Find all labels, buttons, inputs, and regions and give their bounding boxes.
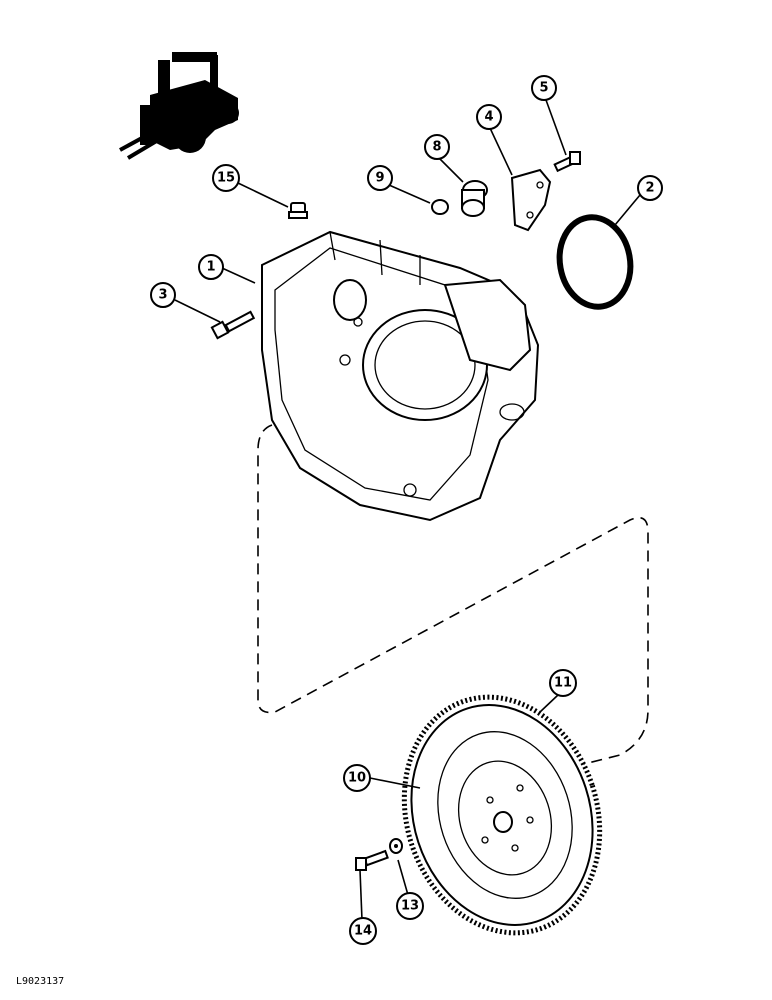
callout-5: 5	[531, 75, 557, 101]
callout-8: 8	[424, 134, 450, 160]
seal-ring	[556, 214, 634, 310]
svg-text:8: 8	[432, 140, 441, 155]
flywheel-housing	[261, 230, 540, 522]
svg-text:4: 4	[484, 110, 493, 125]
svg-text:9: 9	[375, 171, 384, 186]
forklift-icon	[119, 52, 239, 160]
svg-text:10: 10	[348, 771, 366, 786]
flywheel-bolt	[355, 849, 389, 871]
svg-text:15: 15	[217, 171, 235, 186]
plug-fitting	[461, 180, 488, 217]
svg-text:14: 14	[354, 924, 372, 939]
svg-text:5: 5	[539, 81, 548, 96]
flywheel-washer	[389, 838, 403, 854]
assembly-path-line	[257, 424, 649, 771]
callout-10: 10	[343, 764, 371, 792]
cover-bolt	[553, 151, 581, 173]
o-ring-seal	[431, 199, 449, 215]
drawing-code-label: L9023137	[16, 976, 65, 987]
cover-plate	[510, 168, 552, 232]
svg-text:3: 3	[158, 288, 167, 303]
callout-15: 15	[212, 164, 240, 192]
callout-13: 13	[396, 892, 424, 920]
callout-14: 14	[349, 917, 377, 945]
svg-text:2: 2	[645, 181, 654, 196]
flywheel	[401, 694, 603, 936]
callout-2: 2	[637, 175, 663, 201]
svg-text:1: 1	[206, 260, 215, 275]
callout-11: 11	[549, 669, 577, 697]
svg-text:11: 11	[554, 676, 572, 691]
housing-bolt	[210, 310, 256, 340]
drain-plug	[288, 202, 308, 219]
callout-1: 1	[198, 254, 224, 280]
svg-text:13: 13	[401, 899, 419, 914]
callout-3: 3	[150, 282, 176, 308]
callout-4: 4	[476, 104, 502, 130]
callout-9: 9	[367, 165, 393, 191]
